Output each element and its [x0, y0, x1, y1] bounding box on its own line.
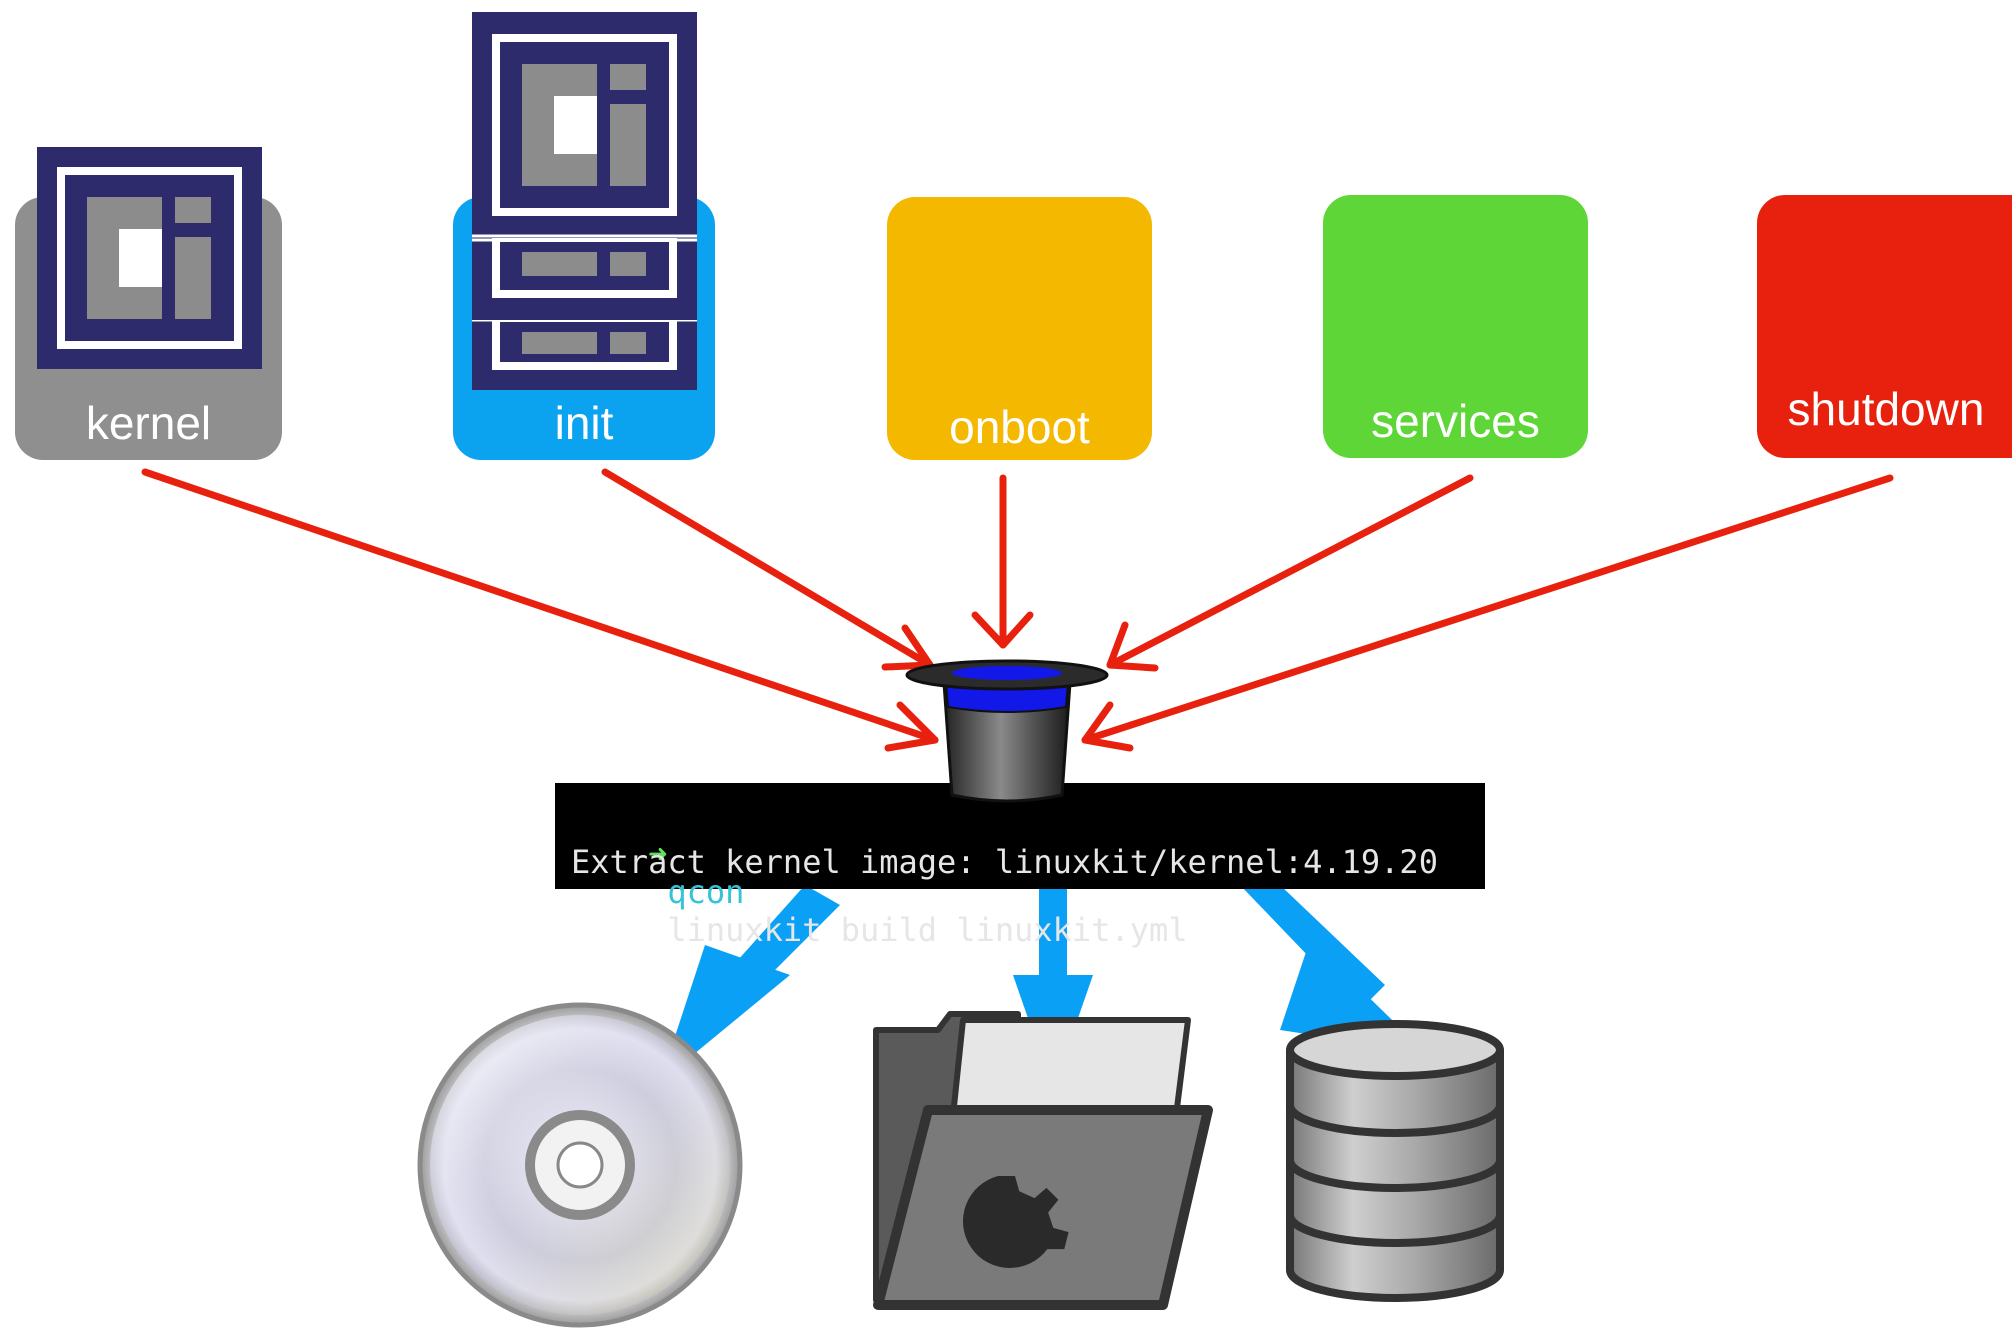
terminal-user: qcon [667, 873, 745, 911]
terminal-output-line: Extract kernel image: linuxkit/kernel:4.… [571, 843, 1438, 881]
arrow-init-to-build [601, 468, 934, 671]
terminal-command-line: ➜ qcon linuxkit build linuxkit.yml [571, 797, 1188, 987]
ci-logo-icon-stack-bottom [472, 318, 697, 390]
tile-kernel-label: kernel [85, 397, 212, 449]
database-icon [1286, 1020, 1504, 1302]
tile-services-label: services [1371, 395, 1540, 447]
tile-init-label: init [554, 397, 614, 449]
tile-shutdown: shutdown [1757, 195, 2012, 458]
arrow-onboot-to-build [971, 474, 1034, 649]
arrow-kernel-to-build [141, 468, 939, 752]
top-hat-icon [905, 659, 1109, 803]
ci-logo-icon [37, 147, 262, 369]
arrow-shutdown-to-build [1081, 474, 1894, 752]
cd-disc-icon [417, 1002, 743, 1328]
prompt-arrow-icon: ➜ [648, 835, 668, 873]
ci-logo-icon-stack-middle [472, 238, 697, 320]
tile-services: services [1323, 195, 1588, 458]
tile-onboot: onboot [887, 197, 1152, 460]
ci-logo-icon-stack-top [472, 12, 697, 238]
tile-shutdown-label: shutdown [1787, 383, 1985, 435]
folder-icon [873, 1011, 1213, 1310]
tile-onboot-label: onboot [949, 401, 1090, 453]
arrow-services-to-build [1106, 474, 1474, 672]
terminal-command: linuxkit build linuxkit.yml [667, 911, 1188, 949]
